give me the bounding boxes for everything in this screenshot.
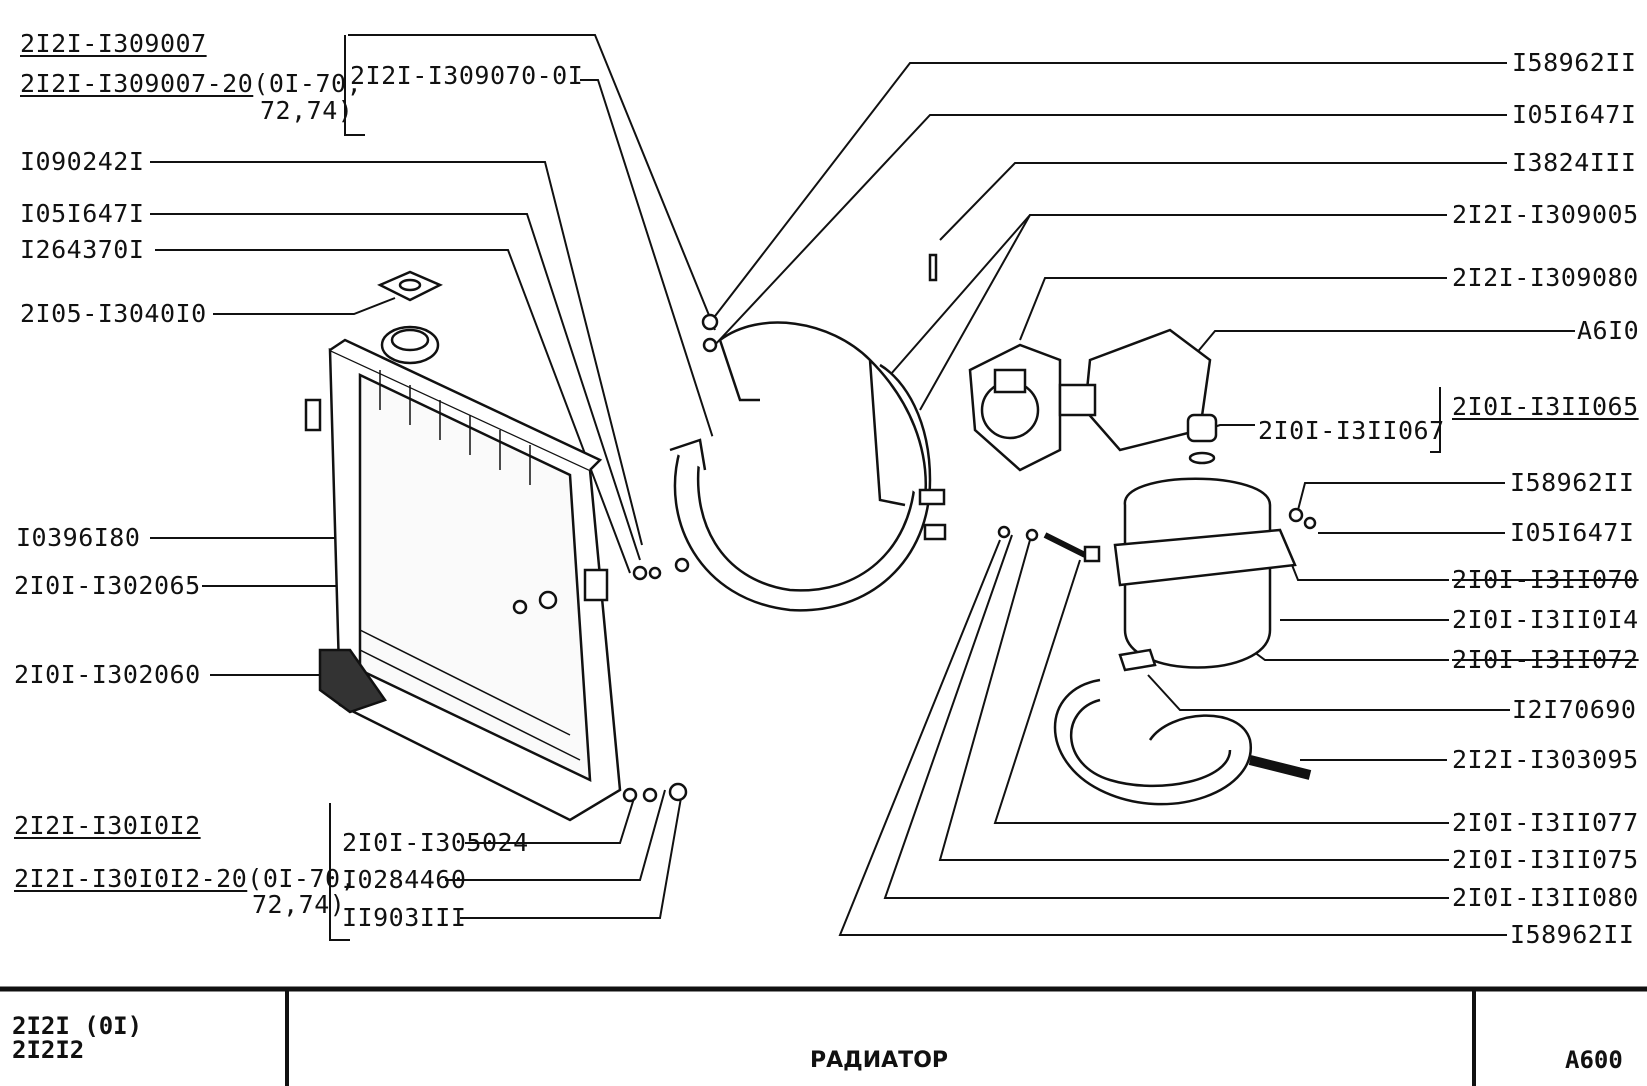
drain-plug (318, 648, 387, 714)
label-part-r12: 2I0I-I3II072 (1452, 645, 1639, 674)
footer-models-line2: 2I2I2 (12, 1036, 85, 1064)
tank-cap (1186, 413, 1218, 443)
label-assembly-a-variant-code: 2I2I-I309007-20 (20, 69, 254, 98)
radiator (304, 270, 690, 822)
label-assembly-a-variant: 2I2I-I309007-20(0I-70, (20, 70, 362, 98)
label-assembly-b-sub2: I0284460 (342, 865, 467, 894)
radiator-fins (359, 370, 581, 761)
label-assembly-a-variant-note: (0I-70, (253, 69, 363, 98)
label-assembly-a-sub: 2I2I-I309070-0I (350, 61, 584, 90)
expansion-tank (997, 413, 1317, 672)
mount-tab-right (583, 568, 609, 602)
leader-lines (150, 34, 1575, 941)
label-part-r13: I2I70690 (1512, 695, 1637, 724)
label-part-p3: I264370I (20, 235, 145, 264)
title-block-frame (0, 986, 1647, 1086)
label-part-r2: I05I647I (1512, 100, 1637, 129)
fan-shroud (669, 253, 947, 612)
label-part-r10: 2I0I-I3II070 (1452, 565, 1639, 594)
label-part-p2: I05I647I (20, 199, 145, 228)
viscous-coupling (968, 328, 1212, 472)
label-assembly-b-sub1: 2I0I-I305024 (342, 828, 529, 857)
label-part-p4: 2I05-I3040I0 (20, 299, 207, 328)
label-part-r5: 2I2I-I309080 (1452, 263, 1639, 292)
label-part-r1: I58962II (1512, 48, 1637, 77)
label-part-r15: 2I0I-I3II077 (1452, 808, 1639, 837)
label-part-r7-sub: 2I0I-I3II067 (1258, 416, 1445, 445)
label-part-r7: 2I0I-I3II065 (1452, 392, 1639, 421)
label-part-p7: 2I0I-I302060 (14, 660, 201, 689)
label-assembly-b-variant: 2I2I-I30I0I2-20(0I-70, (14, 865, 356, 893)
label-part-r18: I58962II (1510, 920, 1635, 949)
footer-title: РАДИАТОР (810, 1048, 949, 1073)
title-block: 2I2I (0I) 2I2I2 РАДИАТОР A600 (0, 986, 1647, 1086)
label-part-p1: I090242I (20, 147, 145, 176)
label-assembly-a: 2I2I-I309007 (20, 29, 207, 58)
parts-diagram (150, 34, 1575, 941)
label-assembly-b-variant-note2: 72,74) (252, 890, 346, 919)
label-part-r14: 2I2I-I303095 (1452, 745, 1639, 774)
label-assembly-b-variant-note: (0I-70, (247, 864, 357, 893)
label-part-r16: 2I0I-I3II075 (1452, 845, 1639, 874)
label-assembly-a-variant-note2: 72,74) (260, 96, 354, 125)
label-part-r3: I3824III (1512, 148, 1637, 177)
label-part-p6: 2I0I-I302065 (14, 571, 201, 600)
label-part-p5: I0396I80 (16, 523, 141, 552)
label-part-r6: A6I0 (1577, 316, 1640, 345)
label-assembly-b: 2I2I-I30I0I2 (14, 811, 201, 840)
label-assembly-b-sub3: II903III (342, 903, 467, 932)
label-assembly-b-variant-code: 2I2I-I30I0I2-20 (14, 864, 248, 893)
label-part-r8: I58962II (1510, 468, 1635, 497)
label-part-r17: 2I0I-I3II080 (1452, 883, 1639, 912)
footer-page-code: A600 (1565, 1046, 1623, 1074)
label-part-r4: 2I2I-I309005 (1452, 200, 1639, 229)
hose (1053, 678, 1312, 806)
mount-tab (304, 398, 322, 432)
label-part-r11: 2I0I-I3II0I4 (1452, 605, 1639, 634)
label-part-r9: I05I647I (1510, 518, 1635, 547)
footer-models-line1: 2I2I (0I) (12, 1012, 143, 1040)
